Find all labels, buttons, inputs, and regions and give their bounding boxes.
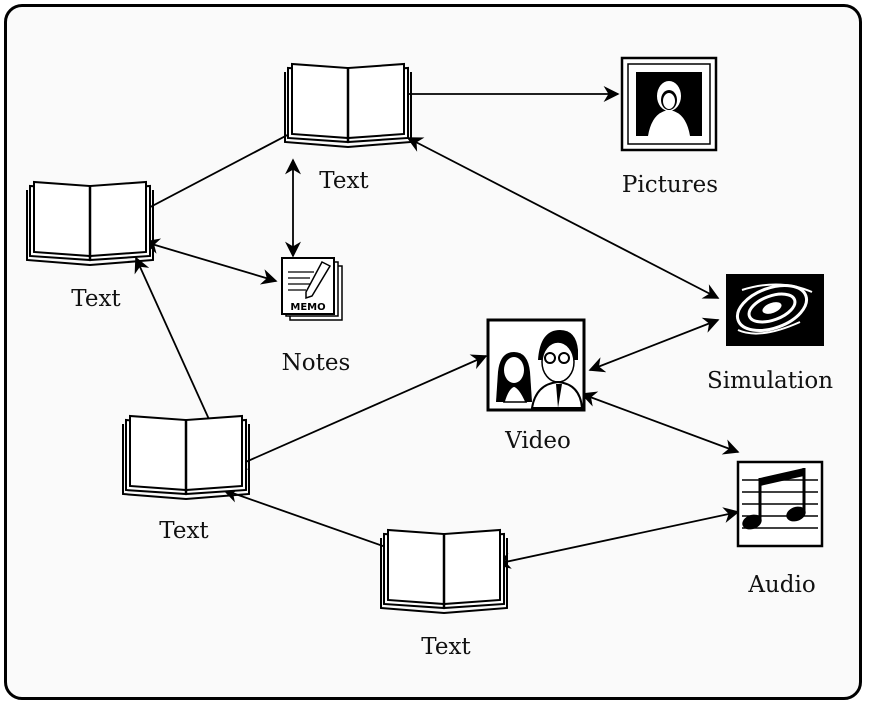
node-label: Pictures [622,172,718,198]
node-notes[interactable]: MEMO Notes [281,257,351,376]
link-text-middle-video [230,354,488,470]
node-audio[interactable]: Audio [736,460,824,598]
memo-icon: MEMO [281,257,343,321]
link-video-audio [580,391,740,455]
node-text-left[interactable]: Text [25,180,155,312]
galaxy-simulation-icon [726,274,824,346]
node-label: Video [504,428,571,454]
link-text-bottom-audio [494,507,740,569]
node-simulation[interactable]: Simulation [707,274,833,394]
open-book-icon [379,528,509,615]
music-notes-icon [736,460,824,548]
memo-icon-text: MEMO [290,302,325,313]
link-text-left-notes [143,238,278,285]
node-text-top[interactable]: Text [283,62,413,194]
link-text-top-simulation [406,137,720,299]
open-book-icon [121,414,251,501]
node-label: Text [421,634,471,660]
links [116,86,740,569]
node-text-bottom[interactable]: Text [379,528,509,660]
node-label: Text [319,168,369,194]
node-pictures[interactable]: Pictures [620,56,718,198]
link-text-left-text-middle [134,256,224,450]
open-book-icon [25,180,155,267]
node-label: Notes [282,350,351,376]
node-label: Simulation [707,368,833,394]
node-label: Audio [747,572,815,598]
portrait-picture-icon [620,56,718,152]
video-people-icon [486,318,586,412]
node-label: Text [159,518,209,544]
node-label: Text [71,286,121,312]
link-video-simulation [588,317,720,373]
node-video[interactable]: Video [486,318,586,454]
link-text-middle-text-bottom [222,487,402,555]
node-text-middle[interactable]: Text [121,414,251,544]
open-book-icon [283,62,413,149]
